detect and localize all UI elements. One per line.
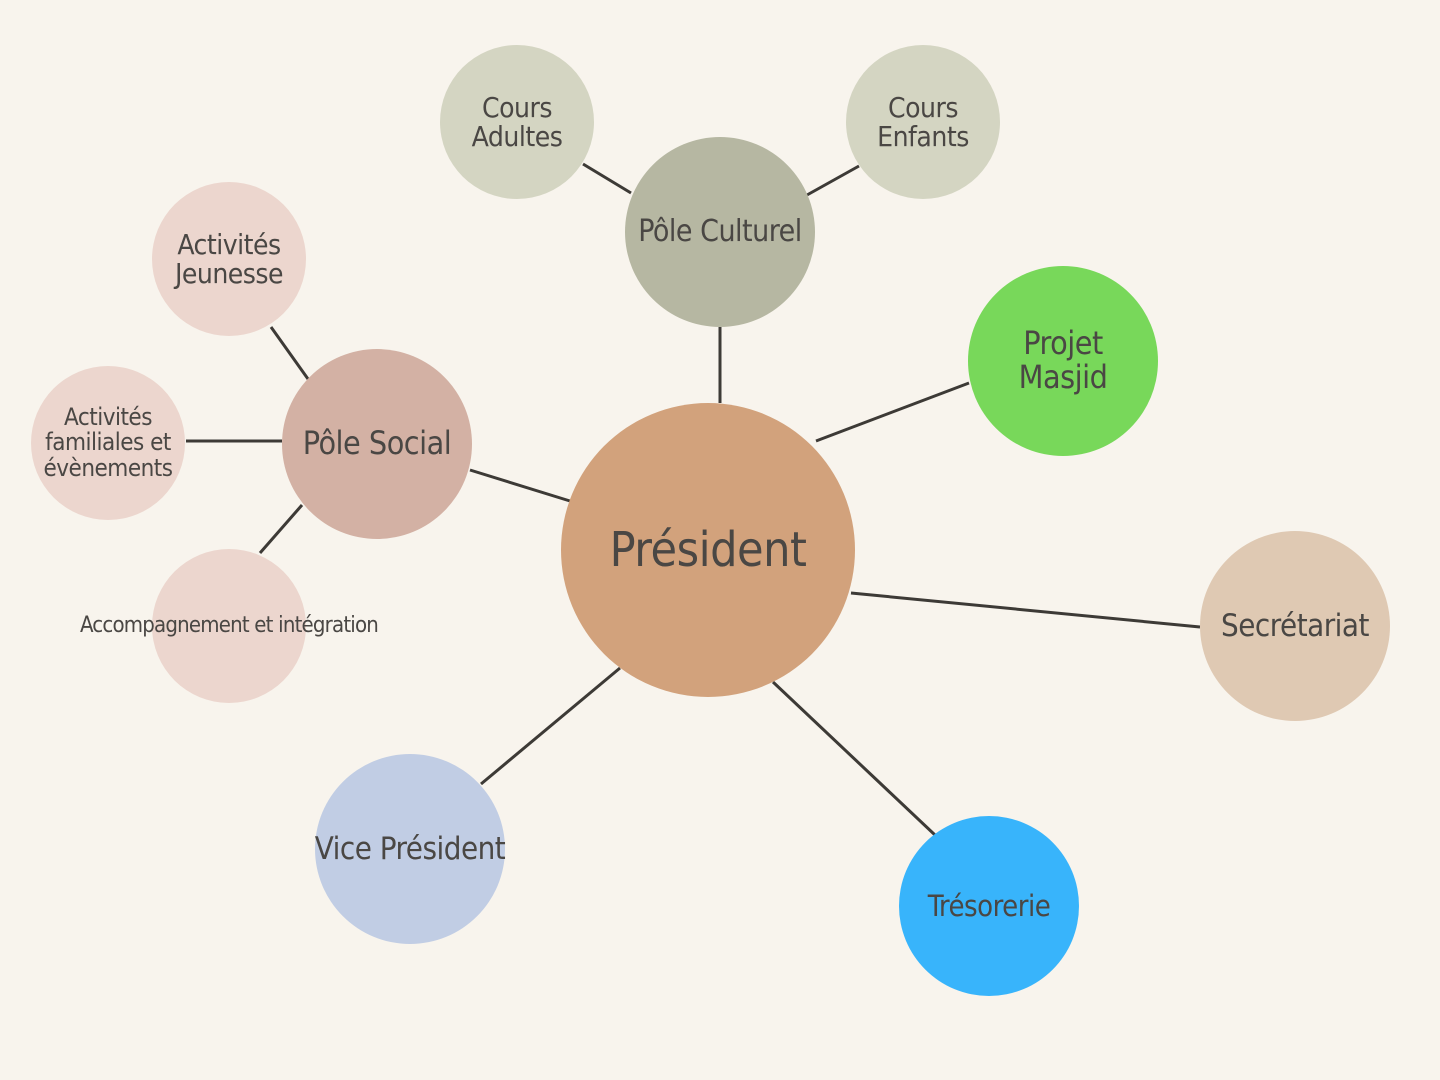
node-label: Trésorerie [927, 888, 1051, 923]
connector-pole-culturel-cours-enfants [806, 164, 860, 197]
node-accompagnement: Accompagnement et intégration [80, 549, 379, 703]
node-cours-adultes: Cours Adultes [440, 45, 594, 199]
node-tresorerie: Trésorerie [899, 816, 1079, 996]
node-president: Président [561, 403, 855, 697]
connector-president-tresorerie [771, 680, 937, 837]
node-label: Cours Enfants [877, 90, 969, 153]
node-pole-culturel: Pôle Culturel [625, 137, 815, 327]
node-label: Activités Jeunesse [174, 227, 284, 290]
node-label: Vice Président [314, 830, 506, 867]
connector-president-vice-president [480, 666, 621, 786]
node-secretariat: Secrétariat [1200, 531, 1390, 721]
node-activites-jeunesse: Activités Jeunesse [152, 182, 306, 336]
node-cours-enfants: Cours Enfants [846, 45, 1000, 199]
node-projet-masjid: Projet Masjid [968, 266, 1158, 456]
connector-president-secretariat [850, 591, 1201, 629]
connector-pole-social-accompagnement [258, 504, 304, 554]
connector-president-pole-social [469, 468, 571, 503]
node-label: Président [609, 521, 807, 578]
node-vice-president: Vice Président [314, 754, 506, 944]
connector-pole-culturel-cours-adultes [582, 162, 632, 195]
node-label: Accompagnement et intégration [79, 613, 379, 639]
node-label: Pôle Social [302, 424, 452, 463]
node-label: Activités familiales et évènements [43, 403, 173, 482]
node-label: Projet Masjid [1018, 324, 1108, 396]
node-activites-familiales: Activités familiales et évènements [31, 366, 185, 520]
node-pole-social: Pôle Social [282, 349, 472, 539]
node-label: Pôle Culturel [638, 214, 802, 250]
connector-pole-social-activites-jeunesse [269, 326, 310, 380]
node-label: Secrétariat [1221, 607, 1369, 644]
connector-president-projet-masjid [815, 381, 970, 443]
node-label: Cours Adultes [471, 90, 563, 153]
